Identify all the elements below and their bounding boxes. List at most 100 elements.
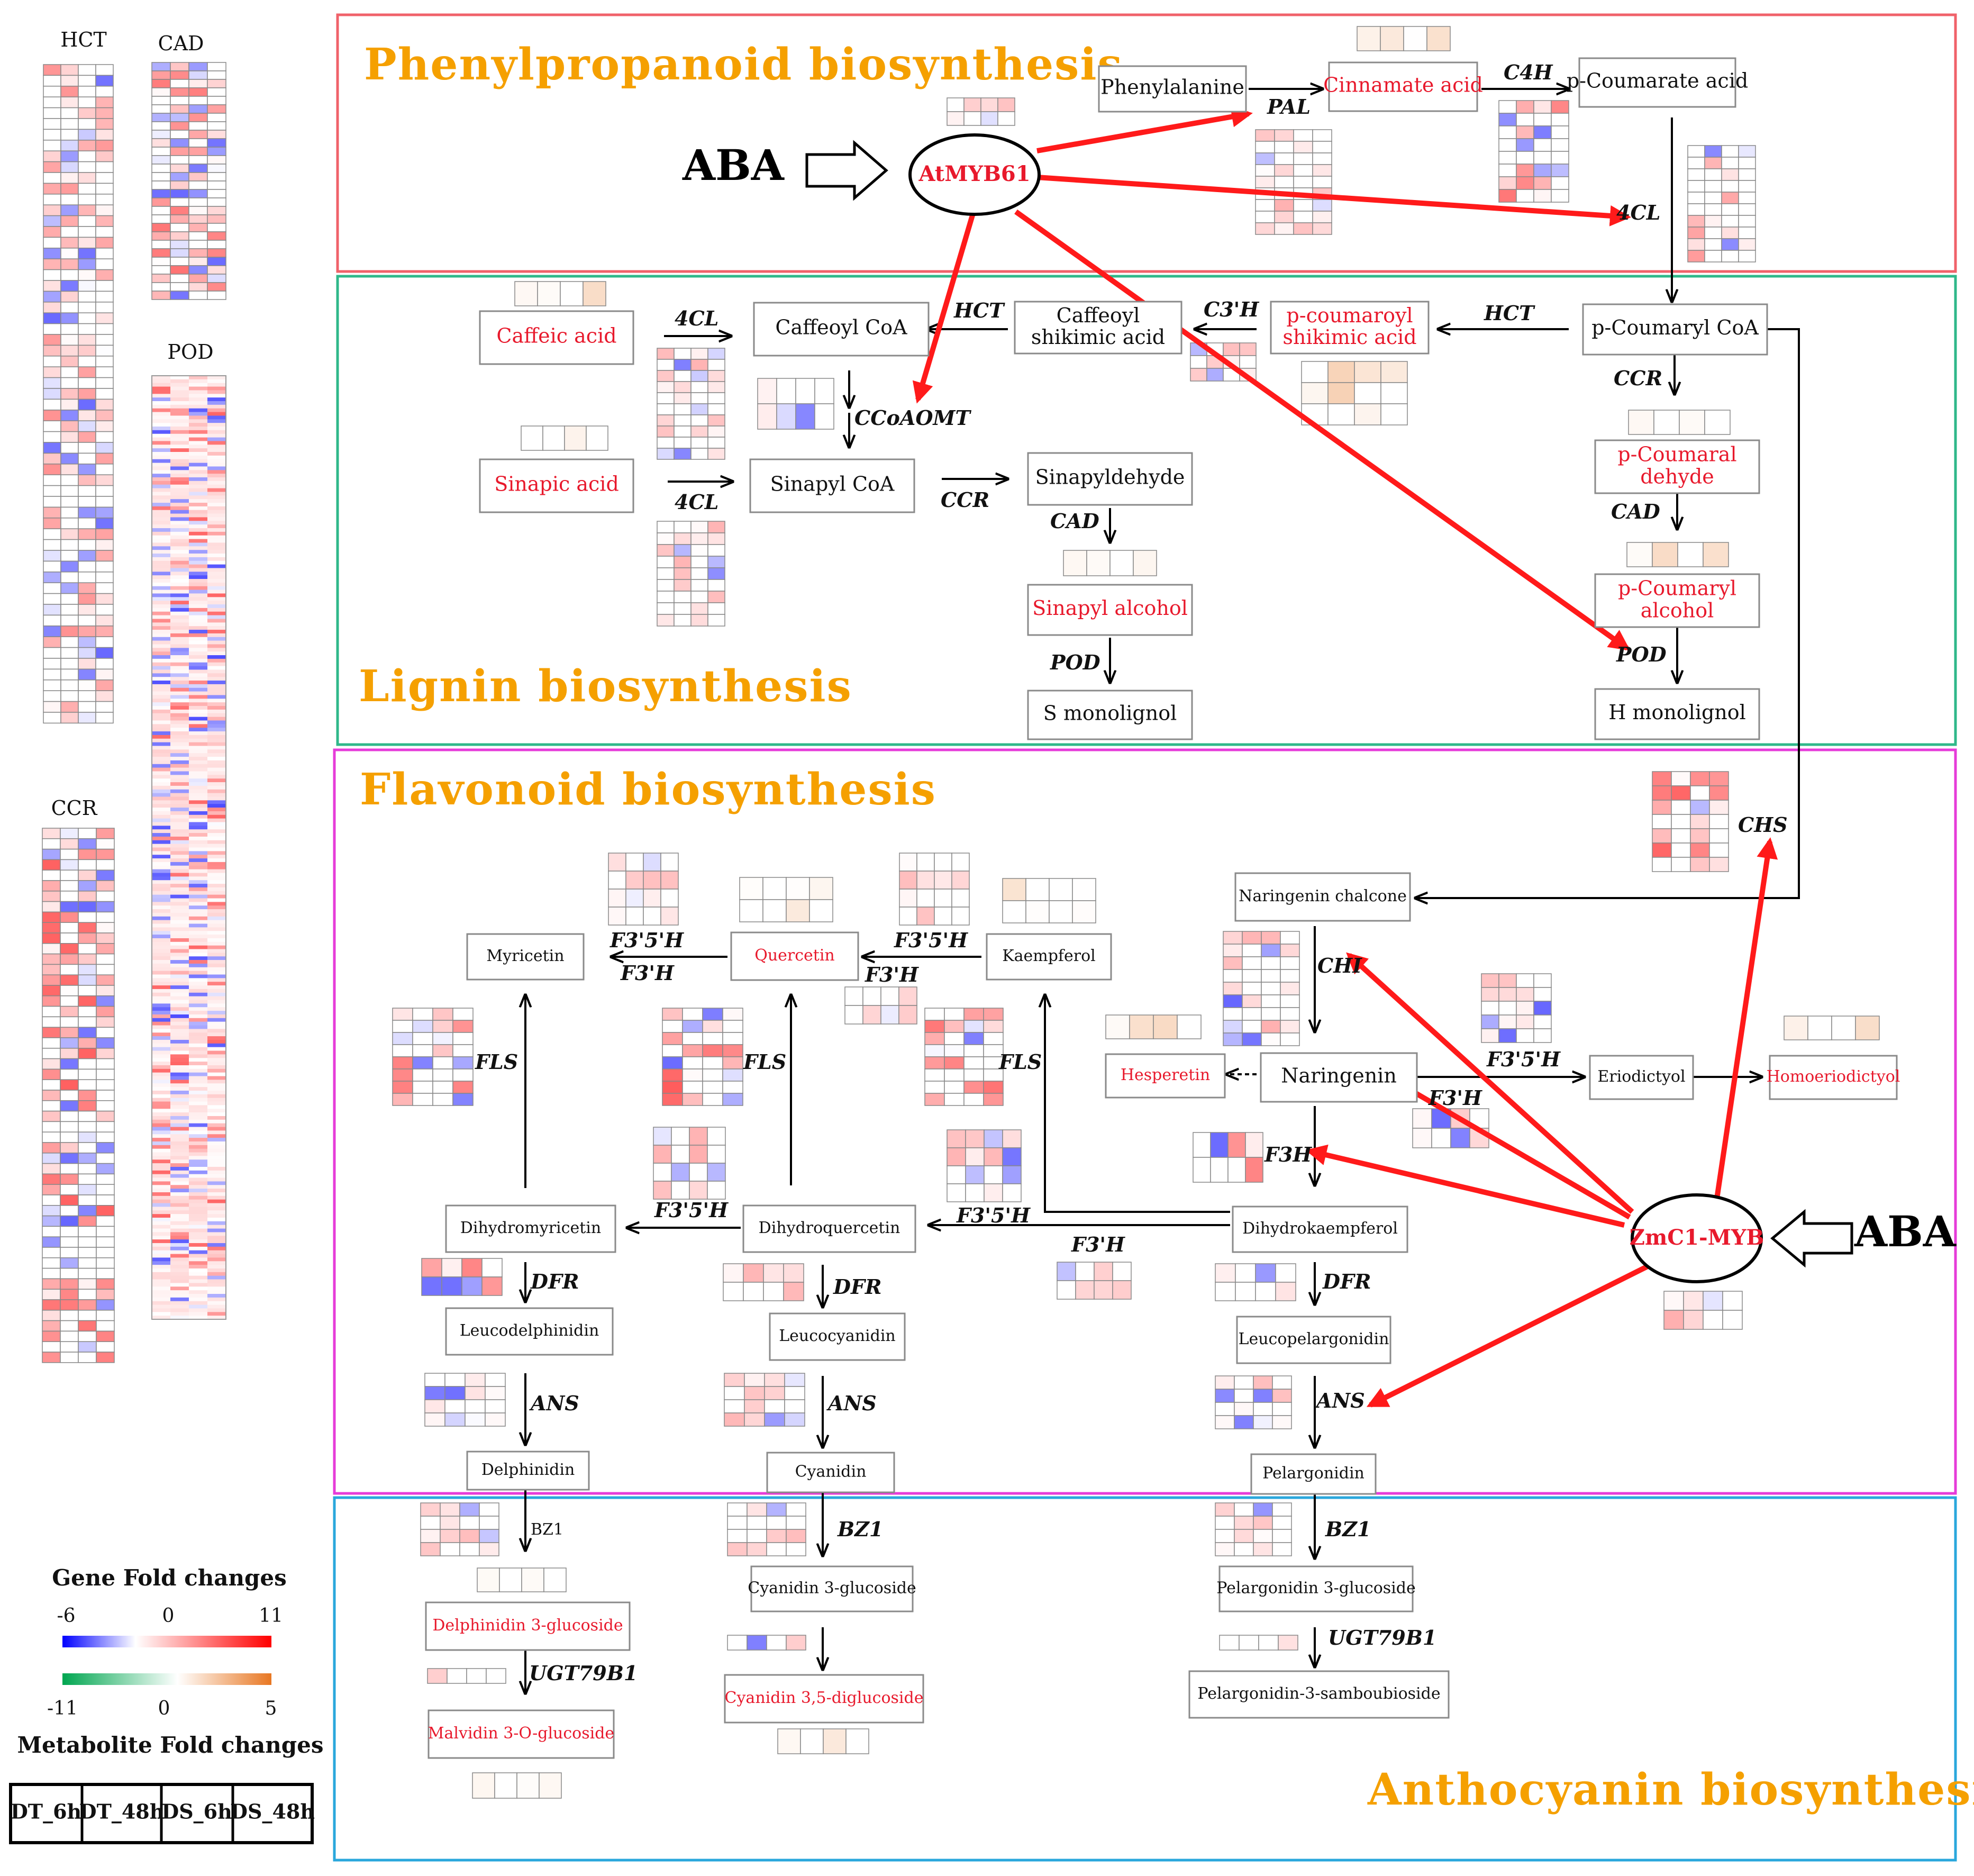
node-label-caffeoyl-shikimic-2: shikimic acid	[1031, 325, 1165, 349]
panel-anthocyanin	[333, 1496, 1957, 1862]
node-caffeic: Caffeic acid	[479, 310, 634, 365]
node-label-quercetin: Quercetin	[754, 946, 835, 965]
node-label-pcoumaraldehyde-2: dehyde	[1640, 465, 1714, 488]
node-phenylalanine: Phenylalanine	[1098, 65, 1247, 113]
hm-c3h	[1190, 342, 1257, 382]
node-cyanidin: Cyanidin	[766, 1452, 895, 1493]
node-leucocyanidin: Leucocyanidin	[769, 1312, 906, 1361]
node-pcoumarate: p-Coumarate acid	[1567, 57, 1748, 108]
enzyme-f3h: F3H	[1264, 1143, 1312, 1166]
node-label-leucodelphinidin: Leucodelphinidin	[460, 1321, 599, 1340]
legend-metabolite-mid: 0	[158, 1698, 170, 1719]
enzyme-ccr-b: CCR	[1614, 366, 1662, 390]
hm-homoeriodictyol	[1784, 1016, 1880, 1040]
heatmap-hct	[43, 64, 114, 724]
hm-f3h-dhk	[1057, 1262, 1132, 1300]
hm-pal	[1255, 129, 1332, 235]
hm-f35h-dhm	[653, 1127, 726, 1200]
node-label-h-monolignol: H monolignol	[1608, 701, 1746, 724]
hm-f3h-quer	[844, 986, 917, 1025]
enzyme-c4h: C4H	[1504, 60, 1553, 84]
hm-bz1-c	[1215, 1502, 1292, 1556]
node-h-monolignol: H monolignol	[1594, 688, 1760, 740]
title-phenylpropanoid: Phenylpropanoid biosynthesis	[364, 39, 1123, 90]
heatmap-label-ccr: CCR	[51, 796, 98, 820]
panel-flavonoid	[333, 748, 1957, 1495]
aba-left-label: ABA	[682, 140, 785, 190]
node-dihydromyricetin: Dihydromyricetin	[445, 1204, 616, 1253]
enzyme-ugt-b: UGT79B1	[1328, 1626, 1436, 1650]
hm-dfr-b	[723, 1263, 804, 1301]
enzyme-f3h-a: F3'H	[1428, 1086, 1482, 1110]
heatmap-label-hct: HCT	[60, 28, 107, 51]
legend-col-dt48h: DT_48h	[79, 1800, 165, 1824]
node-label-malvidin-3-o-glucoside: Malvidin 3-O-glucoside	[428, 1724, 614, 1743]
hm-4cl-caffeic	[657, 348, 725, 460]
enzyme-c3h: C3'H	[1204, 297, 1259, 321]
enzyme-f35h-a: F3'5'H	[1486, 1047, 1561, 1071]
hm-bz1-b	[727, 1502, 806, 1556]
legend-gene-mid: 0	[162, 1605, 175, 1627]
hm-fls-a	[392, 1008, 474, 1106]
node-label-pcoumaryl-alcohol-1: p-Coumaryl	[1618, 577, 1736, 600]
node-label-delphinidin-3-glucoside: Delphinidin 3-glucoside	[432, 1616, 623, 1635]
node-label-pcoumaraldehyde-1: p-Coumaral	[1617, 443, 1736, 466]
node-label-delphinidin: Delphinidin	[481, 1461, 575, 1479]
node-label-pcoumaryl-alcohol-2: alcohol	[1641, 599, 1714, 622]
node-cyanidin-3-glucoside: Cyanidin 3-glucoside	[748, 1565, 916, 1612]
hm-4cl-top	[1687, 145, 1756, 262]
enzyme-hct-b: HCT	[953, 298, 1005, 322]
enzyme-dfr-c: DFR	[1322, 1270, 1371, 1293]
node-label-s-monolignol: S monolignol	[1043, 702, 1177, 725]
node-leucodelphinidin: Leucodelphinidin	[445, 1307, 614, 1356]
hm-cyan35	[777, 1728, 869, 1754]
legend-col-dt6h: DT_6h	[11, 1800, 81, 1824]
hm-f35h-myr	[608, 853, 679, 926]
hm-hesperetin	[1105, 1014, 1202, 1039]
node-label-dihydromyricetin: Dihydromyricetin	[460, 1219, 601, 1237]
heatmap-cad	[151, 62, 226, 300]
aba-right-label: ABA	[1854, 1207, 1957, 1256]
hm-cinnamate	[1357, 26, 1451, 51]
heatmap-pod	[151, 375, 226, 1320]
node-label-dihydrokaempferol: Dihydrokaempferol	[1242, 1219, 1398, 1238]
enzyme-fourcl-c: 4CL	[675, 490, 718, 514]
enzyme-pod-b: POD	[1616, 642, 1667, 666]
node-label-eriodictyol: Eriodictyol	[1597, 1067, 1685, 1086]
node-label-dihydroquercetin: Dihydroquercetin	[759, 1219, 900, 1237]
node-eriodictyol: Eriodictyol	[1589, 1055, 1694, 1100]
title-lignin: Lignin biosynthesis	[359, 661, 852, 712]
enzyme-ans-b: ANS	[826, 1391, 877, 1415]
enzyme-f3h-c: F3'H	[865, 963, 919, 986]
node-label-sinapyl-coa: Sinapyl CoA	[770, 473, 895, 496]
hm-pcoumaraldehyde	[1628, 410, 1731, 435]
zmc1-myb-label: ZmC1-MYB	[1630, 1225, 1764, 1250]
enzyme-ans-c: ANS	[1315, 1389, 1365, 1412]
legend-metabolite-title: Metabolite Fold changes	[17, 1732, 324, 1758]
hm-pcoumaroyl	[1301, 361, 1408, 425]
node-label-naringenin: Naringenin	[1281, 1064, 1397, 1087]
title-anthocyanin: Anthocyanin biosynthesis	[1367, 1764, 1974, 1815]
hm-pcoumaryl-alcohol	[1626, 542, 1729, 567]
node-label-caffeoyl-shikimic-1: Caffeoyl	[1057, 304, 1140, 327]
hm-fls-c	[924, 1008, 1004, 1106]
node-label-caffeoyl-coa: Caffeoyl CoA	[775, 316, 907, 339]
title-flavonoid: Flavonoid biosynthesis	[360, 764, 936, 815]
enzyme-ans-a: ANS	[529, 1391, 579, 1415]
node-cyanidin-35-diglucoside: Cyanidin 3,5-diglucoside	[724, 1674, 924, 1724]
regulation-arrows	[912, 106, 1778, 1408]
enzyme-f35h-c: F3'5'H	[894, 928, 968, 952]
hm-kaempferol	[1002, 878, 1096, 923]
hm-malvidin	[472, 1772, 562, 1799]
hm-ans-b	[724, 1373, 805, 1427]
panel-lignin	[336, 275, 1957, 746]
legend-metabolite-gradient	[62, 1673, 271, 1685]
node-naringenin: Naringenin	[1260, 1052, 1418, 1103]
node-quercetin: Quercetin	[730, 931, 859, 981]
atmyb61-node: AtMYB61	[908, 133, 1041, 216]
hm-f3h-narg	[1412, 1108, 1489, 1148]
node-kaempferol: Kaempferol	[986, 933, 1112, 981]
enzyme-cad-a: CAD	[1050, 509, 1099, 533]
